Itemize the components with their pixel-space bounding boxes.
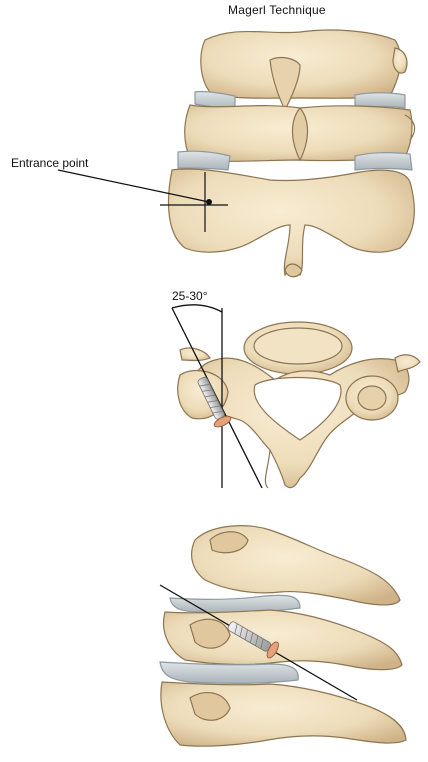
lateral-view-spine <box>160 526 406 747</box>
posterior-view-spine <box>168 30 414 277</box>
